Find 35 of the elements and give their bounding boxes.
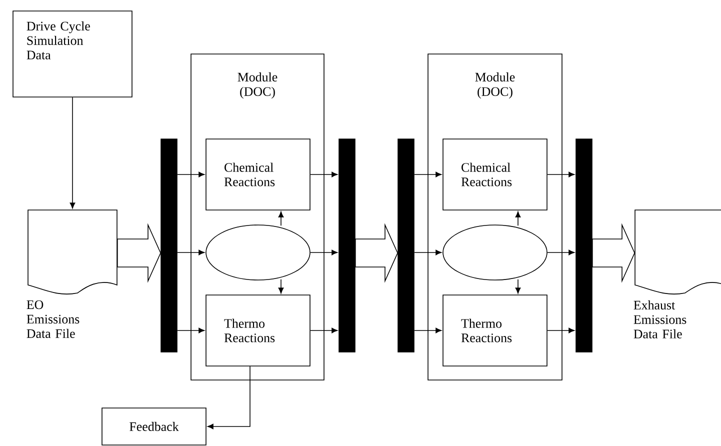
- data-box: Drive Cycle Simulation Data: [12, 10, 132, 98]
- block-arrow: [355, 223, 398, 283]
- arrow: [278, 279, 284, 294]
- block-arrow: [117, 223, 162, 283]
- arrow: [547, 250, 575, 256]
- arrow: [177, 250, 205, 256]
- arrow: [207, 366, 250, 430]
- arrow: [310, 172, 338, 178]
- arrow: [515, 211, 521, 226]
- process-box: Chemical Reactions: [442, 138, 548, 210]
- filter-bar: [160, 138, 178, 352]
- arrow: [414, 250, 442, 256]
- arrow: [70, 97, 76, 209]
- process-box: Thermo Reactions: [442, 294, 548, 366]
- arrow: [177, 172, 205, 178]
- arrow: [547, 172, 575, 178]
- filter-bar: [338, 138, 356, 352]
- arrow: [310, 250, 338, 256]
- arrow: [310, 328, 338, 334]
- process-box: Chemical Reactions: [206, 138, 310, 210]
- node-label: EO Emissions Data File: [26, 300, 80, 338]
- arrow: [547, 328, 575, 334]
- arrow: [278, 211, 284, 226]
- arrow: [414, 172, 442, 178]
- process-box: Thermo Reactions: [206, 294, 310, 366]
- arrow: [414, 328, 442, 334]
- node-label: Exhaust Emissions Data File: [634, 300, 686, 338]
- block-arrow: [592, 223, 636, 283]
- filter-bar: [576, 138, 592, 352]
- arrow: [177, 328, 205, 334]
- mixing-ellipse: [442, 224, 548, 280]
- mixing-ellipse: [206, 224, 310, 280]
- arrow: [515, 279, 521, 294]
- process-box: Feedback: [102, 408, 206, 446]
- filter-bar: [398, 138, 414, 352]
